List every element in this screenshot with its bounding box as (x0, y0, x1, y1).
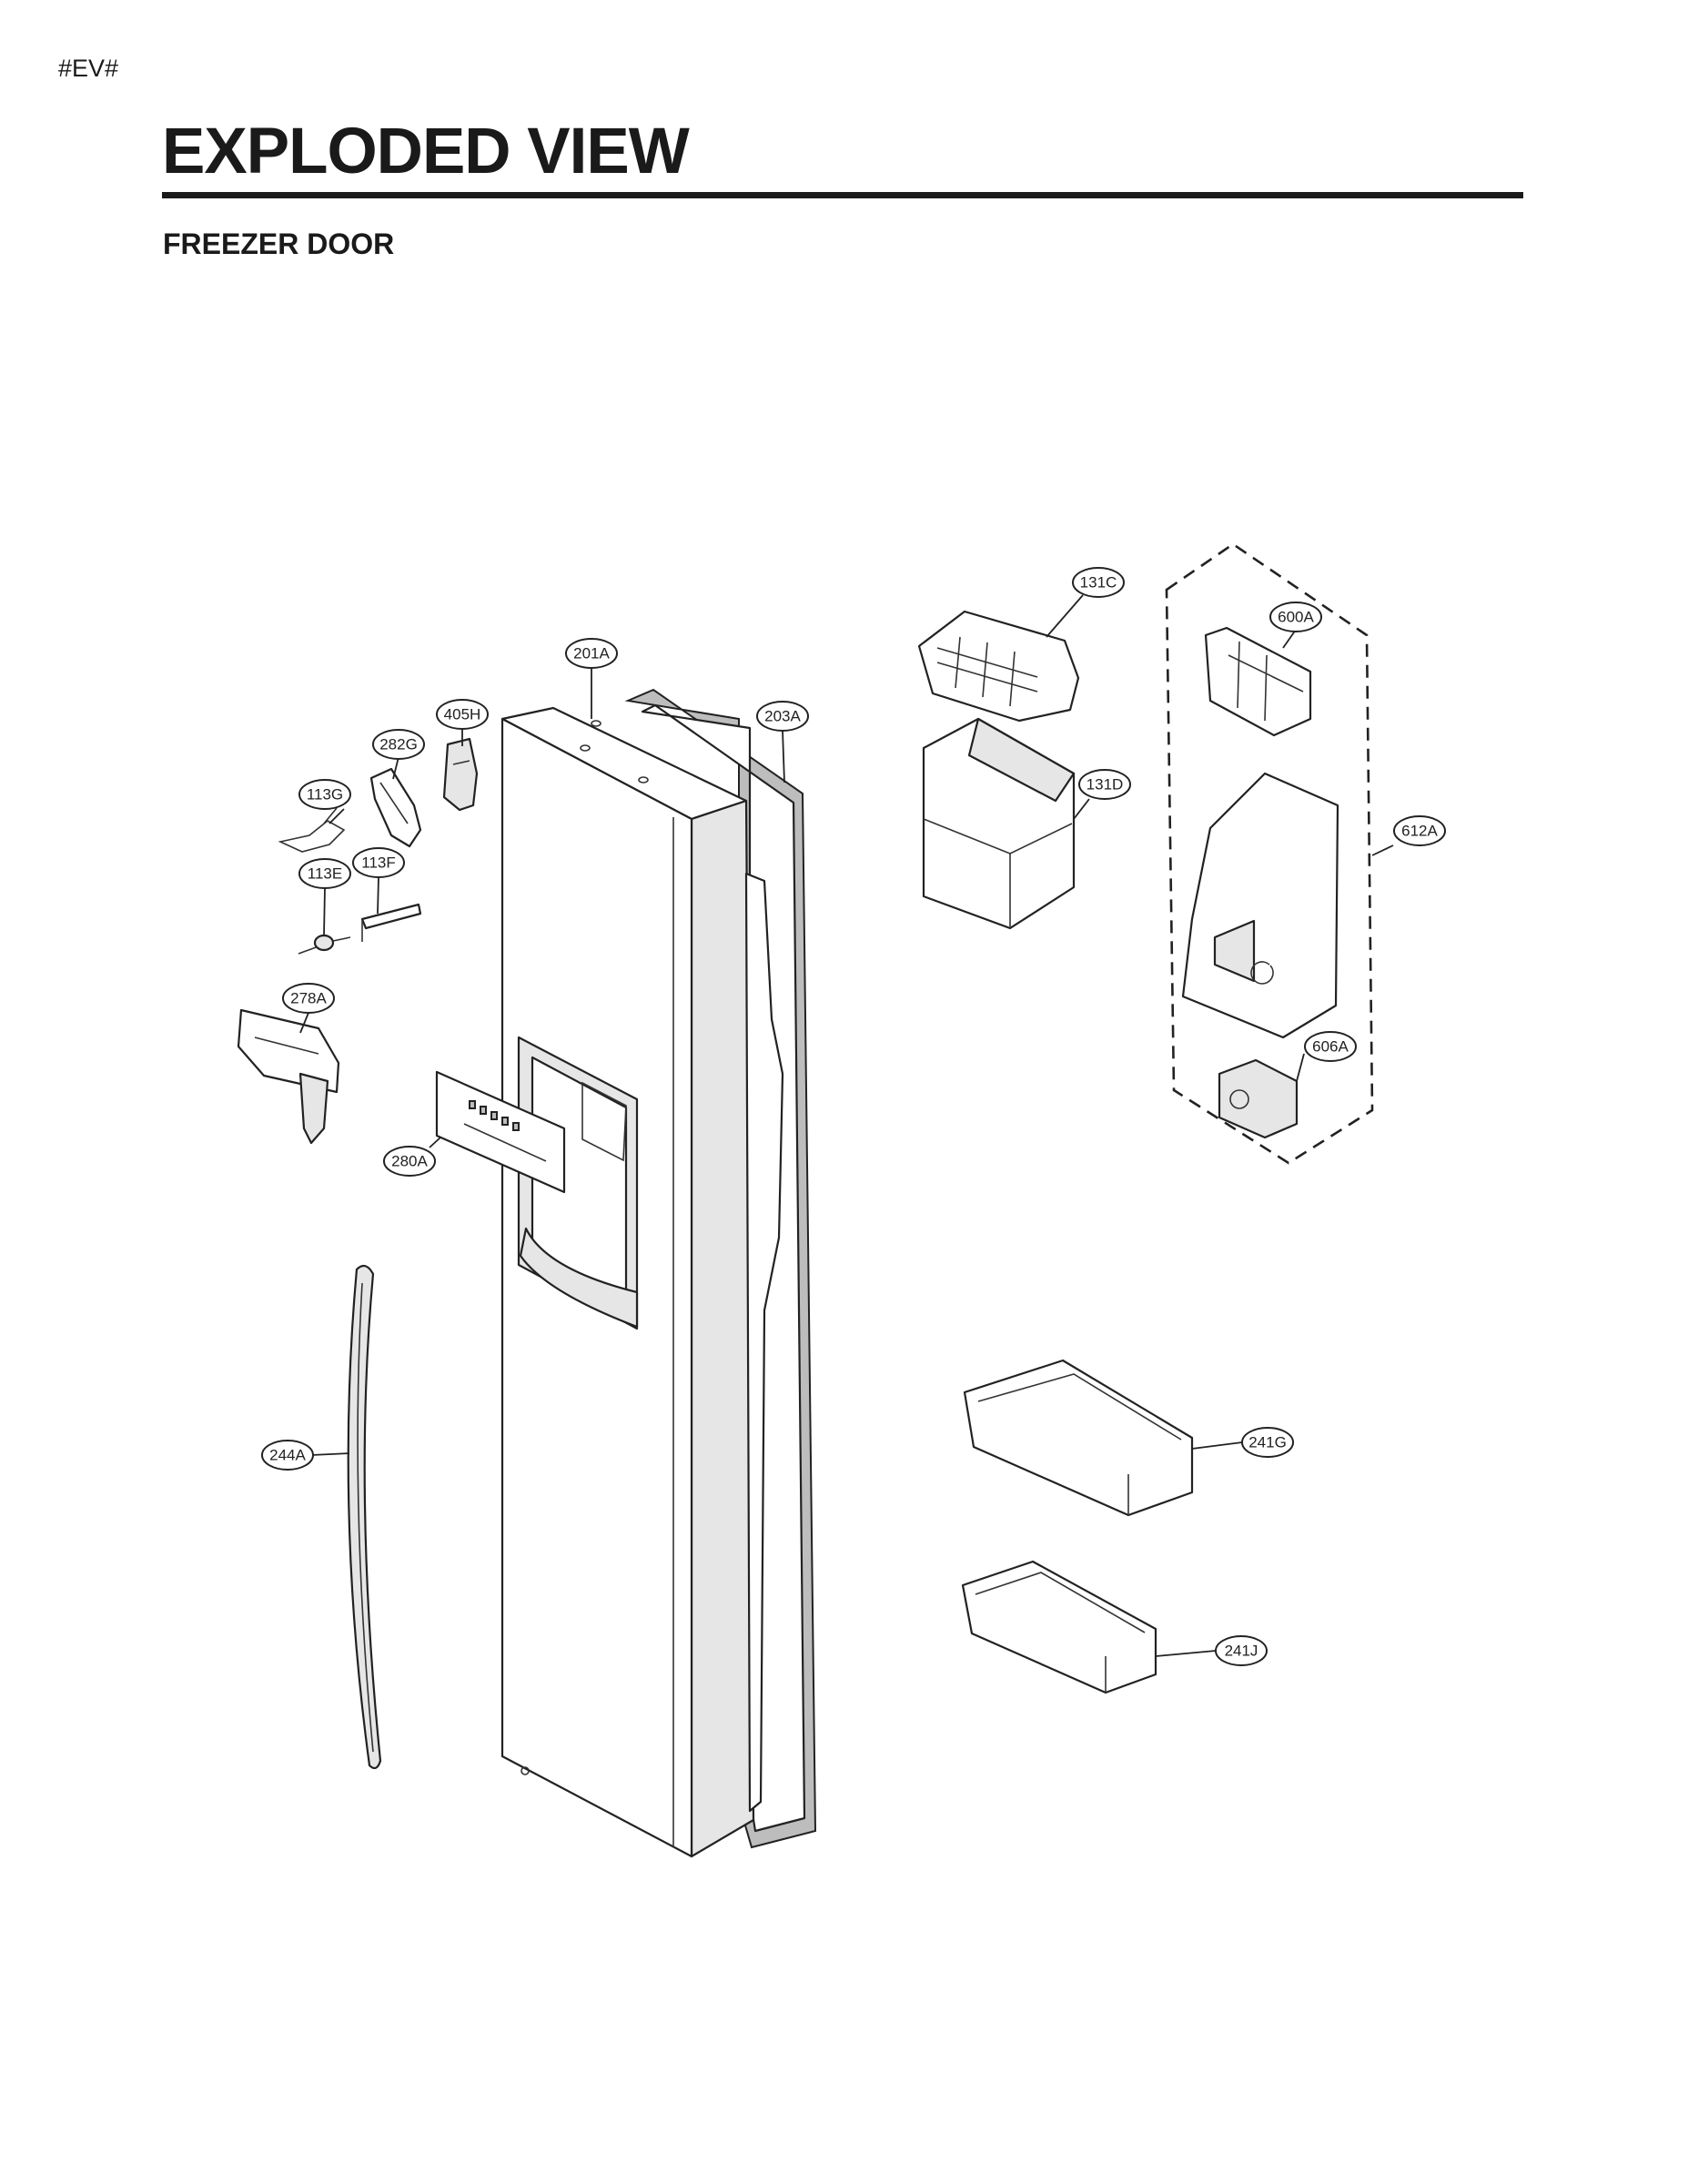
section-title: FREEZER DOOR (163, 228, 395, 260)
callout-131d: 131D (1078, 769, 1131, 800)
part-113e (298, 934, 351, 955)
display-panel (435, 1070, 566, 1194)
icemaker-assembly-outline (1165, 542, 1374, 1165)
callout-label-131c: 131C (1080, 574, 1117, 592)
callout-label-241j: 241J (1225, 1643, 1258, 1660)
callout-600a: 600A (1269, 602, 1322, 632)
part-282g (369, 767, 422, 848)
callout-405h: 405H (436, 699, 489, 730)
callout-203a: 203A (756, 701, 809, 732)
callout-label-241g: 241G (1248, 1434, 1287, 1451)
callout-label-113f: 113F (361, 854, 396, 872)
ice-bin-body (922, 717, 1076, 930)
title-underline (162, 192, 1523, 198)
callout-label-405h: 405H (444, 706, 481, 723)
part-278a (237, 1008, 340, 1145)
callout-label-606a: 606A (1312, 1038, 1349, 1056)
callout-131c: 131C (1072, 567, 1125, 598)
icemaker-unit (1204, 626, 1312, 737)
callout-241g: 241G (1241, 1427, 1294, 1458)
callout-244a: 244A (261, 1440, 314, 1471)
leader-lines (299, 594, 1394, 1657)
freezer-door-assembly (500, 706, 784, 1858)
callout-label-280a: 280A (391, 1153, 428, 1170)
icemaker-motor (1218, 1058, 1299, 1139)
callout-606a: 606A (1304, 1031, 1357, 1062)
door-handle (347, 1264, 382, 1770)
callout-label-113e: 113E (308, 865, 342, 883)
callout-113f: 113F (352, 847, 405, 878)
callout-label-612a: 612A (1401, 823, 1438, 840)
callout-280a: 280A (383, 1146, 436, 1177)
callout-241j: 241J (1215, 1635, 1268, 1666)
callout-278a: 278A (282, 983, 335, 1014)
door-bin-upper (963, 1359, 1194, 1517)
callout-label-278a: 278A (290, 990, 327, 1007)
callout-113g: 113G (298, 779, 351, 810)
callout-282g: 282G (372, 729, 425, 760)
door-bin-lower (961, 1560, 1157, 1694)
callout-113e: 113E (298, 858, 351, 889)
callout-label-113g: 113G (307, 786, 343, 804)
page-title: EXPLODED VIEW (162, 116, 690, 187)
part-113g (278, 807, 346, 853)
callout-201a: 201A (565, 638, 618, 669)
callout-label-244a: 244A (269, 1447, 306, 1464)
callout-label-131d: 131D (1087, 776, 1124, 794)
part-113f (360, 903, 422, 942)
document-tag: #EV# (58, 55, 119, 82)
callout-label-201a: 201A (573, 645, 610, 662)
callout-label-282g: 282G (379, 736, 418, 753)
part-405h (442, 737, 479, 812)
callout-label-203a: 203A (764, 708, 801, 725)
icemaker-bracket (1181, 772, 1339, 1039)
callout-612a: 612A (1393, 815, 1446, 846)
ice-bin-cover (917, 610, 1080, 723)
callout-label-600a: 600A (1278, 609, 1314, 626)
